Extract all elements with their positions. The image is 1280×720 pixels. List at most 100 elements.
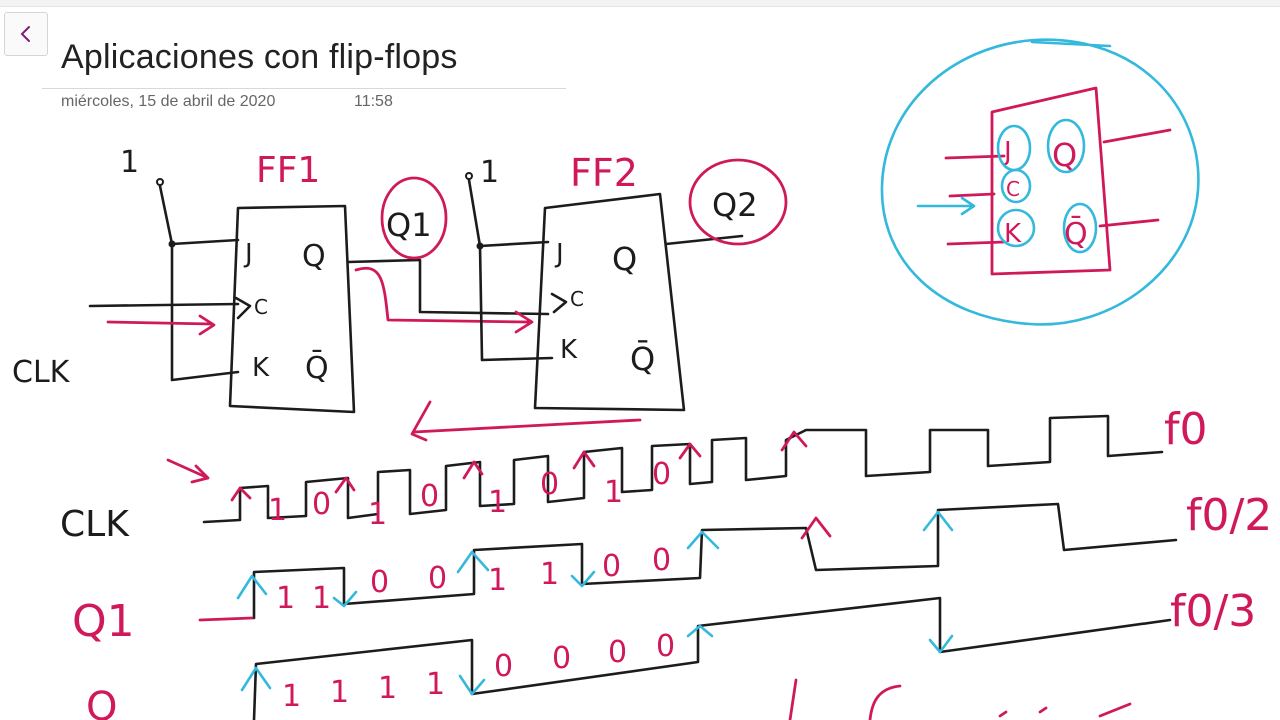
clk-digit-4: 1 [488,485,507,520]
ff2-pin-k: K [560,335,578,365]
ff1-label: FF1 [256,150,320,191]
ff1-clock-triangle [234,296,252,320]
clk-digit-3: 0 [420,479,439,514]
clk-digit-1: 0 [312,487,331,522]
q1-digit-6: 0 [602,549,621,584]
ff1-input-node [156,178,164,186]
clk-start-arrow [166,458,210,484]
q2-waveform [252,596,1172,720]
q1-digit-2: 0 [370,565,389,600]
ff2-clock-triangle [550,292,568,314]
inset-pin-c: C [1006,177,1020,201]
q1-output-label: Q1 [386,206,432,244]
page-date: miércoles, 15 de abril de 2020 [61,93,276,110]
ff1-pin-qbar: Q̄ [305,350,329,386]
q1-digit-5: 1 [540,557,559,592]
q1-digit-4: 1 [488,563,507,598]
ff2-j-wire [467,178,554,362]
wave-q1-label: Q1 [72,596,135,647]
ff1-box [228,204,356,414]
clk-input-label: CLK [12,355,71,390]
inset-circle [880,38,1200,326]
ff1-pin-j: J [243,239,253,269]
ff2-one-label: 1 [480,155,499,190]
inset-qbar-highlight [1062,202,1098,254]
q1-start-level [198,616,254,622]
q1-digit-0: 1 [276,581,295,616]
ff1-junction [168,240,176,248]
inset-pin-k: K [1004,219,1022,249]
q2-circle [688,158,788,246]
q2-digit-0: 1 [282,679,301,714]
inset-pin-j: J [1002,137,1012,167]
ff2-pin-j: J [554,239,564,269]
clk-digit-7: 0 [652,457,671,492]
inset-c-highlight [1000,168,1032,204]
ff2-box [533,192,686,412]
clk-digit-0: 1 [268,493,287,528]
freq-f0-label: f0 [1164,404,1207,455]
inset-wires [944,128,1172,246]
clk-digit-5: 0 [540,467,559,502]
ff2-block: 1 J Q K Q̄ C FF2 Q2 [410,151,788,442]
clk-input-wire [88,302,240,308]
chevron-left-icon [20,26,30,42]
ff1-j-wire [158,184,240,382]
wave-clk-label: CLK [60,504,130,545]
q1-edge-marks [236,510,954,608]
timing-diagram: CLK f0 1 0 1 0 1 0 1 0 Q1 f0/2 1 1 0 0 1… [60,404,1272,720]
title-divider [42,88,566,89]
clk-digit-6: 1 [604,475,623,510]
q1-waveform [252,502,1178,620]
clk-rising-edge-marks [230,430,808,502]
page-time: 11:58 [354,93,393,110]
ff-symbol-inset: J Q C K Q̄ [880,38,1200,326]
clk-digit-2: 1 [368,497,387,532]
q2-digit-1: 1 [330,675,349,710]
q2-output-wire [664,234,744,246]
ff2-pin-q: Q [612,240,637,278]
q2-digit-3: 1 [426,667,445,702]
feedback-arrow [410,400,642,442]
ff2-input-node [465,172,473,180]
inset-pin-qbar: Q̄ [1064,216,1088,252]
q1-to-ff2-arrow [354,267,534,334]
ff1-one-label: 1 [120,145,139,180]
ff2-label: FF2 [570,151,638,195]
q2-digit-4: 0 [494,649,513,684]
ff1-pin-c: C [254,295,268,319]
page-title[interactable]: Aplicaciones con flip-flops [61,38,458,76]
ff2-pin-qbar: Q̄ [630,339,655,378]
q2-output-label: Q2 [712,186,758,224]
q1-rising-edge-marks [800,516,832,540]
inset-k-highlight [996,208,1036,248]
wave-q2-label: Q [86,684,117,720]
q2-digit-7: 0 [656,629,675,664]
q2-digit-2: 1 [378,671,397,706]
q2-digit-5: 0 [552,641,571,676]
ff1-block: 1 J Q K Q̄ C CLK FF1 Q1 [12,145,550,414]
q1-digit-3: 0 [428,561,447,596]
q1-digit-7: 0 [652,543,671,578]
freq-f0-2-label: f0/2 [1186,490,1272,541]
clk-waveform [202,414,1164,524]
q2-digit-6: 0 [608,635,627,670]
inset-box [990,86,1112,276]
freq-f0-3-label: f0/3 [1170,586,1256,637]
q1-circle [380,176,448,260]
clk-arrow [106,314,216,336]
back-button[interactable] [4,12,48,56]
inset-clock-arrow [916,196,976,216]
inset-q-highlight [1046,118,1086,174]
bottom-partial-strokes [788,678,1132,720]
inset-j-highlight [996,124,1032,172]
ff2-pin-c: C [570,287,584,311]
q2-edge-marks [240,624,954,696]
ff2-junction [476,242,484,250]
q1-digit-1: 1 [312,581,331,616]
window-top-strip [0,0,1280,7]
ff1-pin-q: Q [302,239,326,274]
ff1-pin-k: K [252,353,270,383]
q1-output-wire [346,258,550,316]
